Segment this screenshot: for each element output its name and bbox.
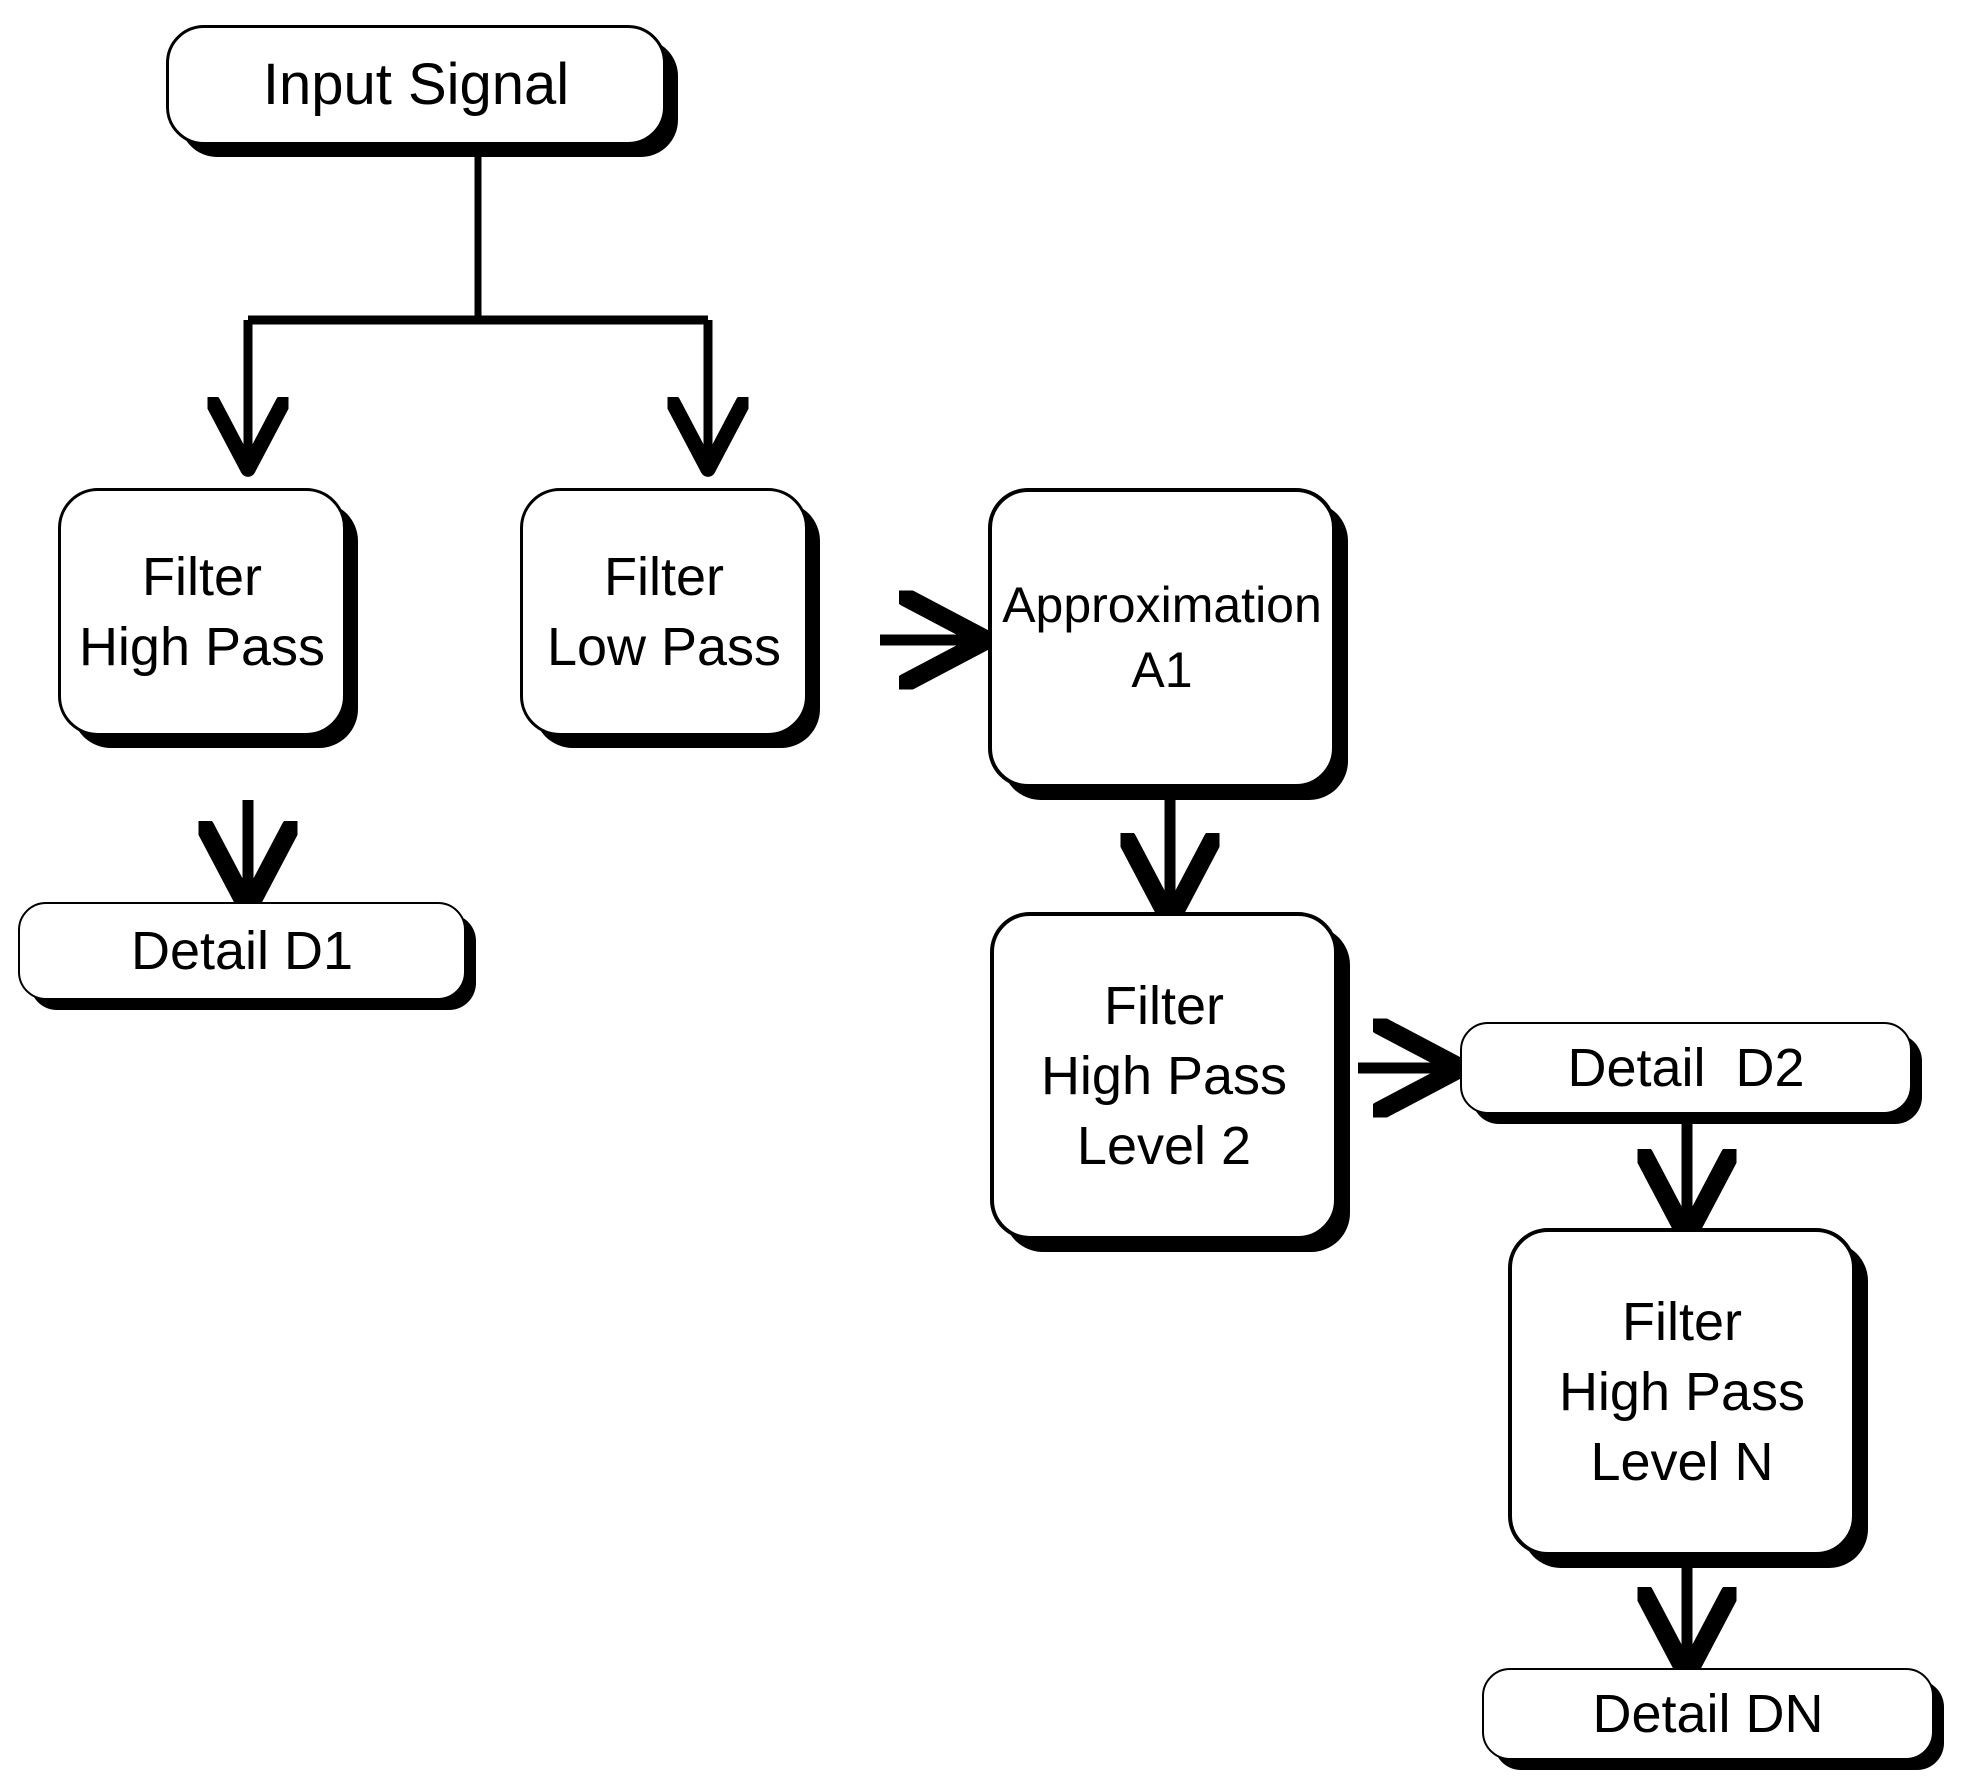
node-approximation-a1-line-1: Approximation	[1002, 577, 1322, 633]
node-filter-high-pass-level-2[interactable]: Filter High Pass Level 2	[990, 912, 1338, 1240]
node-input-signal[interactable]: Input Signal	[166, 25, 666, 145]
node-filter-high-pass-level-2-line-3: Level 2	[1076, 1116, 1252, 1177]
node-filter-high-pass-level-n-line-2: High Pass	[1558, 1361, 1806, 1422]
node-input-signal-label: Input Signal	[262, 52, 570, 118]
node-filter-high-pass-level-2-line-1: Filter	[1104, 975, 1224, 1036]
node-filter-low-pass[interactable]: Filter Low Pass	[520, 488, 808, 736]
node-filter-high-pass-level-n[interactable]: Filter High Pass Level N	[1508, 1228, 1856, 1556]
connector-input-split	[248, 150, 708, 462]
node-detail-d2[interactable]: Detail D2	[1460, 1022, 1912, 1114]
node-filter-high-pass-level-2-line-2: High Pass	[1040, 1045, 1288, 1106]
node-detail-d1-label: Detail D1	[130, 920, 354, 981]
node-filter-high-pass[interactable]: Filter High Pass	[58, 488, 346, 736]
node-filter-high-pass-level-n-line-1: Filter	[1622, 1291, 1742, 1352]
node-detail-dn-label: Detail DN	[1592, 1683, 1824, 1744]
node-filter-high-pass-level-n-line-3: Level N	[1590, 1432, 1774, 1493]
node-approximation-a1-line-2: A1	[1131, 642, 1193, 698]
node-filter-low-pass-line-1: Filter	[604, 546, 724, 607]
node-filter-high-pass-line-1: Filter	[142, 546, 262, 607]
node-detail-d2-label: Detail D2	[1567, 1037, 1805, 1098]
node-detail-dn[interactable]: Detail DN	[1482, 1668, 1934, 1760]
node-approximation-a1[interactable]: Approximation A1	[988, 488, 1336, 788]
node-detail-d1[interactable]: Detail D1	[18, 902, 466, 1000]
node-filter-low-pass-line-2: Low Pass	[546, 617, 782, 677]
node-filter-high-pass-line-2: High Pass	[78, 617, 326, 677]
